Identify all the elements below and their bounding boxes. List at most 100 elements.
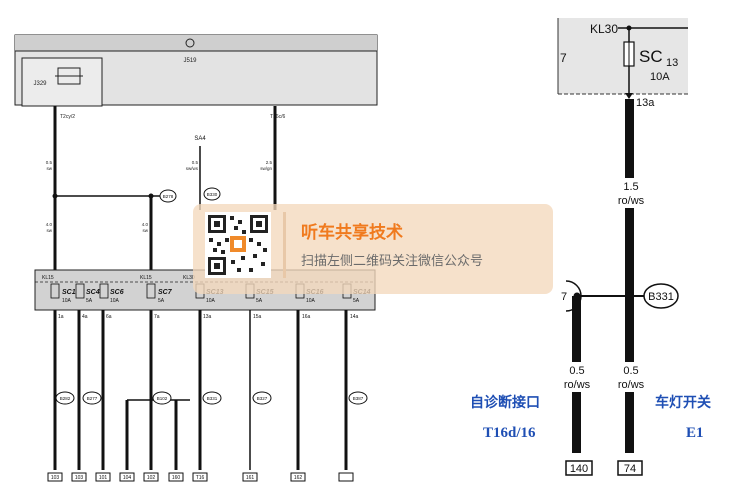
caption-diagnostic-code: T16d/16 [483,425,536,441]
terminal-label: 103 [75,475,84,481]
ground-symbol-icon [185,38,195,48]
wire-color: sw/ws [186,166,199,171]
kl-label: KL30 [183,275,195,281]
splice-b327 [252,391,272,405]
splice-label: B330 [207,192,218,197]
caption-light-switch-code: E1 [686,425,704,441]
wire-size: 4.0 [142,222,149,227]
splice-label: B277 [87,396,98,401]
splice-label: B331 [207,396,218,401]
wire-size: 2.5 [266,160,273,165]
terminal-label: T16 [196,475,205,481]
fuse-name: SC6 [110,289,124,296]
terminal-label: 103 [51,475,60,481]
fuse-holder-region [558,18,688,94]
splice-label: B278 [163,194,174,199]
wire-color: sw [47,228,53,233]
splice-b102 [152,391,172,405]
wire-label-bg [614,362,648,392]
fuse-sc1: SC1 10A [50,283,76,304]
fuse-rating: 10A [110,298,120,304]
watermark-banner: 听车共享技术 扫描左侧二维码关注微信公众号 [193,204,553,294]
qr-code-icon [205,212,271,278]
fuse-rating: 5A [86,298,93,304]
caption-light-switch: 车灯开关 [655,395,711,411]
splice-label: B102 [157,396,168,401]
wire-color: sw [47,166,53,171]
terminal-label: 74 [624,463,636,475]
wire-main [625,99,634,453]
pin-label: 15a [253,314,262,320]
splice-b330 [203,187,221,201]
wire-color: sw [143,228,149,233]
caption-diagnostic-port: 自诊断接口 [470,395,540,411]
pin-label: 14a [350,314,359,320]
watermark-subtitle: 扫描左侧二维码关注微信公众号 [301,253,484,268]
fuse-name: SC4 [86,289,100,296]
wire-color: ro/ws [618,195,645,207]
splice-b387 [348,391,368,405]
splice-b331-oval [643,283,679,309]
wire-size: 4.0 [46,222,53,227]
wire-color: sw/gn [260,166,272,171]
pin-label: 4a [82,314,88,320]
splice-label: B331 [648,291,674,303]
terminal-74 [617,460,643,476]
terminal-label: 161 [246,475,255,481]
pin-label: 7a [154,314,160,320]
fuse-rating: 10A [306,298,316,304]
fuse-name: SC7 [158,289,173,296]
fuse-sc7: SC7 5A [146,283,173,304]
splice-left-label: 7 [561,291,567,303]
kl-label: KL15 [140,275,152,281]
side-number: 7 [560,51,567,65]
terminal-label: 101 [99,475,108,481]
pin-label: 13a [203,314,212,320]
pin-label: 16a [302,314,311,320]
terminal-140 [565,460,593,476]
j519-label: J519 [183,58,197,64]
pin-arrow-icon [625,93,633,99]
terminal-label: 140 [570,463,588,475]
wire-size: 0.5 [46,160,53,165]
splice-b278 [159,189,177,203]
fuse-sc4: SC4 5A [75,283,100,304]
fuse-name: SC [639,47,663,66]
wire-size: 1.5 [623,181,638,193]
sa-fuse-label: SA4 [194,136,206,142]
wire-color: ro/ws [618,379,645,391]
right-schematic: KL30 7 SC 13 10A 13a 1.5 ro/ws 7 B331 0.… [557,18,688,476]
pin-label: 1a [58,314,64,320]
pin-label: 6a [106,314,112,320]
fuse-rating: 5A [158,298,165,304]
wire-label-bg [562,362,596,392]
fuse-subscript: 13 [666,57,678,69]
terminal-label: 102 [147,475,156,481]
terminal-label: 104 [123,475,132,481]
terminal-label: 162 [294,475,303,481]
wire-size: 0.5 [623,365,638,377]
terminal-label: 160 [172,475,181,481]
wire-label-bg [619,178,641,208]
kl-label: KL15 [42,275,54,281]
fuse-rating: 5A [353,298,360,304]
splice-b282 [55,391,75,405]
fuse-rating: 10A [62,298,72,304]
wire-color: ro/ws [564,379,591,391]
kl30-label: KL30 [590,22,618,36]
splice-label: B387 [353,396,364,401]
fuse-sc6: SC6 10A [99,283,124,304]
fuse-rating: 10A [650,71,670,83]
connector-label: T16c/6 [270,114,286,120]
pin-label: 13a [636,97,655,109]
splice-label: B327 [257,396,268,401]
wire-size: 0.5 [192,160,199,165]
j329-box [21,57,103,107]
watermark-title: 听车共享技术 [301,223,403,242]
fuse-rating: 5A [256,298,263,304]
splice-b277 [82,391,102,405]
connector-label: T2cy/2 [60,114,75,120]
splice-label: B282 [60,396,71,401]
fuse-name: SC1 [62,289,76,296]
wire-size: 0.5 [569,365,584,377]
